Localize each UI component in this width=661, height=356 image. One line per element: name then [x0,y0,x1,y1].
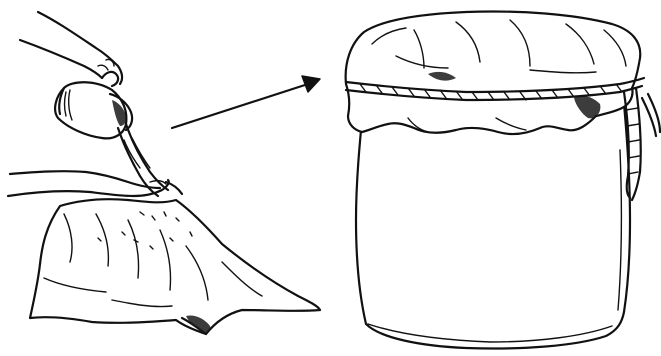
pouring-scene [8,12,320,334]
jar-cloth-cover-icon [346,12,641,135]
cloth-icon [30,199,320,334]
jug-icon [55,82,132,138]
upper-hand-icon [20,12,122,86]
right-arrow-icon [172,76,320,128]
lower-hand-icon [8,171,182,196]
jar-icon [356,98,630,349]
jar-scene [346,12,660,349]
